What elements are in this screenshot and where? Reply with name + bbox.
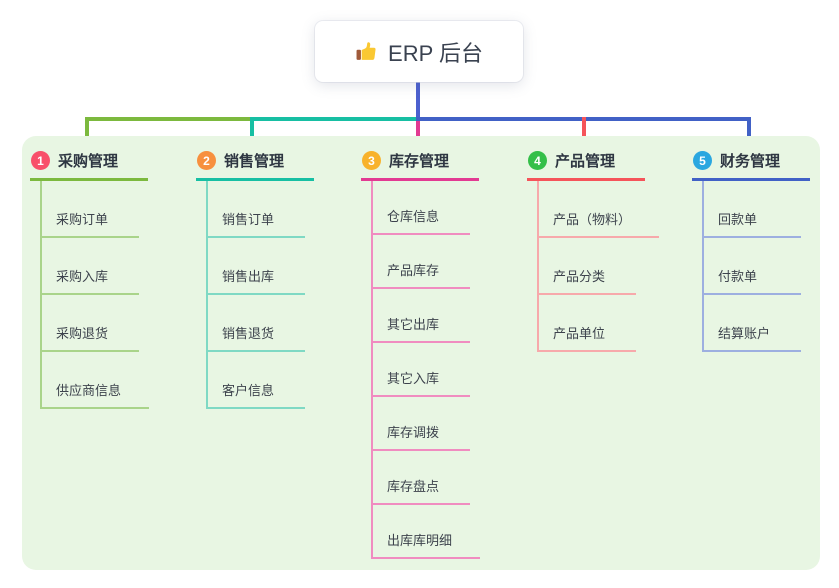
sub-item[interactable]: 产品（物料）	[539, 181, 660, 238]
sub-item[interactable]: 采购退货	[42, 295, 139, 352]
sub-item[interactable]: 销售出库	[208, 238, 305, 295]
branch-items-inventory: 仓库信息产品库存其它出库其它入库库存调拨库存盘点出库库明细	[371, 181, 521, 559]
branch-number-badge: 2	[197, 151, 216, 170]
sub-item[interactable]: 回款单	[704, 181, 801, 238]
connector-h-purchase	[85, 117, 252, 121]
sub-item[interactable]: 采购入库	[42, 238, 139, 295]
sub-item[interactable]: 结算账户	[704, 295, 801, 352]
sub-item[interactable]: 出库库明细	[373, 505, 481, 559]
sub-item[interactable]: 其它入库	[373, 343, 470, 397]
sub-item[interactable]: 产品库存	[373, 235, 470, 289]
root-node-label: ERP 后台	[388, 40, 483, 66]
root-node-erp[interactable]: ERP 后台	[315, 21, 523, 82]
connector-v-product	[582, 117, 586, 147]
connector-v-purchase	[85, 117, 89, 147]
branch-number-badge: 4	[528, 151, 547, 170]
branch-label: 库存管理	[389, 153, 450, 170]
branch-purchase: 1 采购管理 采购订单采购入库采购退货供应商信息	[30, 146, 190, 409]
sub-item[interactable]: 库存调拨	[373, 397, 470, 451]
branch-header-inventory[interactable]: 3 库存管理	[361, 146, 479, 181]
branch-header-product[interactable]: 4 产品管理	[527, 146, 645, 181]
thumbs-up-icon	[356, 42, 376, 60]
branch-group-panel	[22, 136, 820, 570]
sub-item[interactable]: 库存盘点	[373, 451, 470, 505]
branch-label: 采购管理	[58, 153, 119, 170]
branch-items-product: 产品（物料）产品分类产品单位	[537, 181, 687, 352]
branch-header-purchase[interactable]: 1 采购管理	[30, 146, 148, 181]
connector-v-sales	[250, 117, 254, 147]
sub-item[interactable]: 付款单	[704, 238, 801, 295]
sub-item[interactable]: 其它出库	[373, 289, 470, 343]
branch-inventory: 3 库存管理 仓库信息产品库存其它出库其它入库库存调拨库存盘点出库库明细	[361, 146, 521, 559]
sub-item[interactable]: 采购订单	[42, 181, 139, 238]
connector-v-inventory	[416, 121, 420, 147]
branch-number-badge: 3	[362, 151, 381, 170]
branch-items-finance: 回款单付款单结算账户	[702, 181, 839, 352]
branch-number-badge: 5	[693, 151, 712, 170]
sub-item[interactable]: 销售退货	[208, 295, 305, 352]
branch-header-finance[interactable]: 5 财务管理	[692, 146, 810, 181]
sub-item[interactable]: 供应商信息	[42, 352, 150, 409]
branch-label: 财务管理	[720, 153, 781, 170]
branch-items-purchase: 采购订单采购入库采购退货供应商信息	[40, 181, 190, 409]
branch-sales: 2 销售管理 销售订单销售出库销售退货客户信息	[196, 146, 356, 409]
branch-finance: 5 财务管理 回款单付款单结算账户	[692, 146, 839, 352]
branch-header-sales[interactable]: 2 销售管理	[196, 146, 314, 181]
connector-h-sales	[252, 117, 416, 121]
sub-item[interactable]: 客户信息	[208, 352, 305, 409]
sub-item[interactable]: 产品单位	[539, 295, 636, 352]
sub-item[interactable]: 销售订单	[208, 181, 305, 238]
sub-item[interactable]: 仓库信息	[373, 181, 470, 235]
branch-label: 产品管理	[555, 153, 616, 170]
branch-label: 销售管理	[224, 153, 285, 170]
branch-number-badge: 1	[31, 151, 50, 170]
branch-product: 4 产品管理 产品（物料）产品分类产品单位	[527, 146, 687, 352]
connector-v-finance	[747, 117, 751, 147]
branch-items-sales: 销售订单销售出库销售退货客户信息	[206, 181, 356, 409]
stem-connector	[416, 82, 420, 119]
sub-item[interactable]: 产品分类	[539, 238, 636, 295]
